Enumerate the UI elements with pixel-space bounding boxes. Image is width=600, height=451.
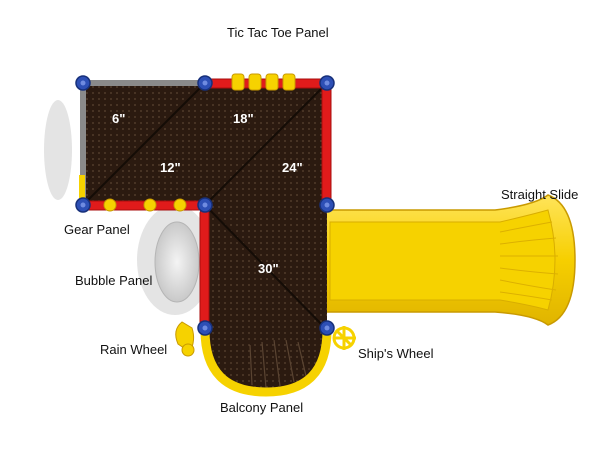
deck-height-12: 12" xyxy=(160,160,181,175)
bubble-panel xyxy=(154,221,200,303)
label-tic-tac-toe-panel: Tic Tac Toe Panel xyxy=(227,25,329,40)
deck-6in xyxy=(80,80,208,208)
deck-height-6: 6" xyxy=(112,111,125,126)
deck-30in xyxy=(204,204,328,390)
deck-height-30: 30" xyxy=(258,261,279,276)
deck-height-18: 18" xyxy=(233,111,254,126)
label-ships-wheel: Ship's Wheel xyxy=(358,346,434,361)
gear-panel-gears xyxy=(103,198,187,212)
deck-height-24: 24" xyxy=(282,160,303,175)
label-straight-slide: Straight Slide xyxy=(501,187,579,202)
deck-18-24in xyxy=(204,82,328,206)
rain-wheel xyxy=(175,321,195,357)
label-bubble-panel: Bubble Panel xyxy=(75,273,153,288)
label-balcony-panel: Balcony Panel xyxy=(220,400,304,415)
tic-tac-toe-spinners xyxy=(231,73,296,91)
label-rain-wheel: Rain Wheel xyxy=(100,342,168,357)
left-shadow xyxy=(44,100,72,200)
balcony-panel xyxy=(200,329,332,397)
right-red-panel xyxy=(321,85,332,203)
straight-slide xyxy=(321,194,576,326)
left-yellow-panel xyxy=(79,175,85,205)
ships-wheel xyxy=(332,326,356,350)
label-gear-panel: Gear Panel xyxy=(64,222,130,237)
left-red-panel xyxy=(199,209,210,329)
